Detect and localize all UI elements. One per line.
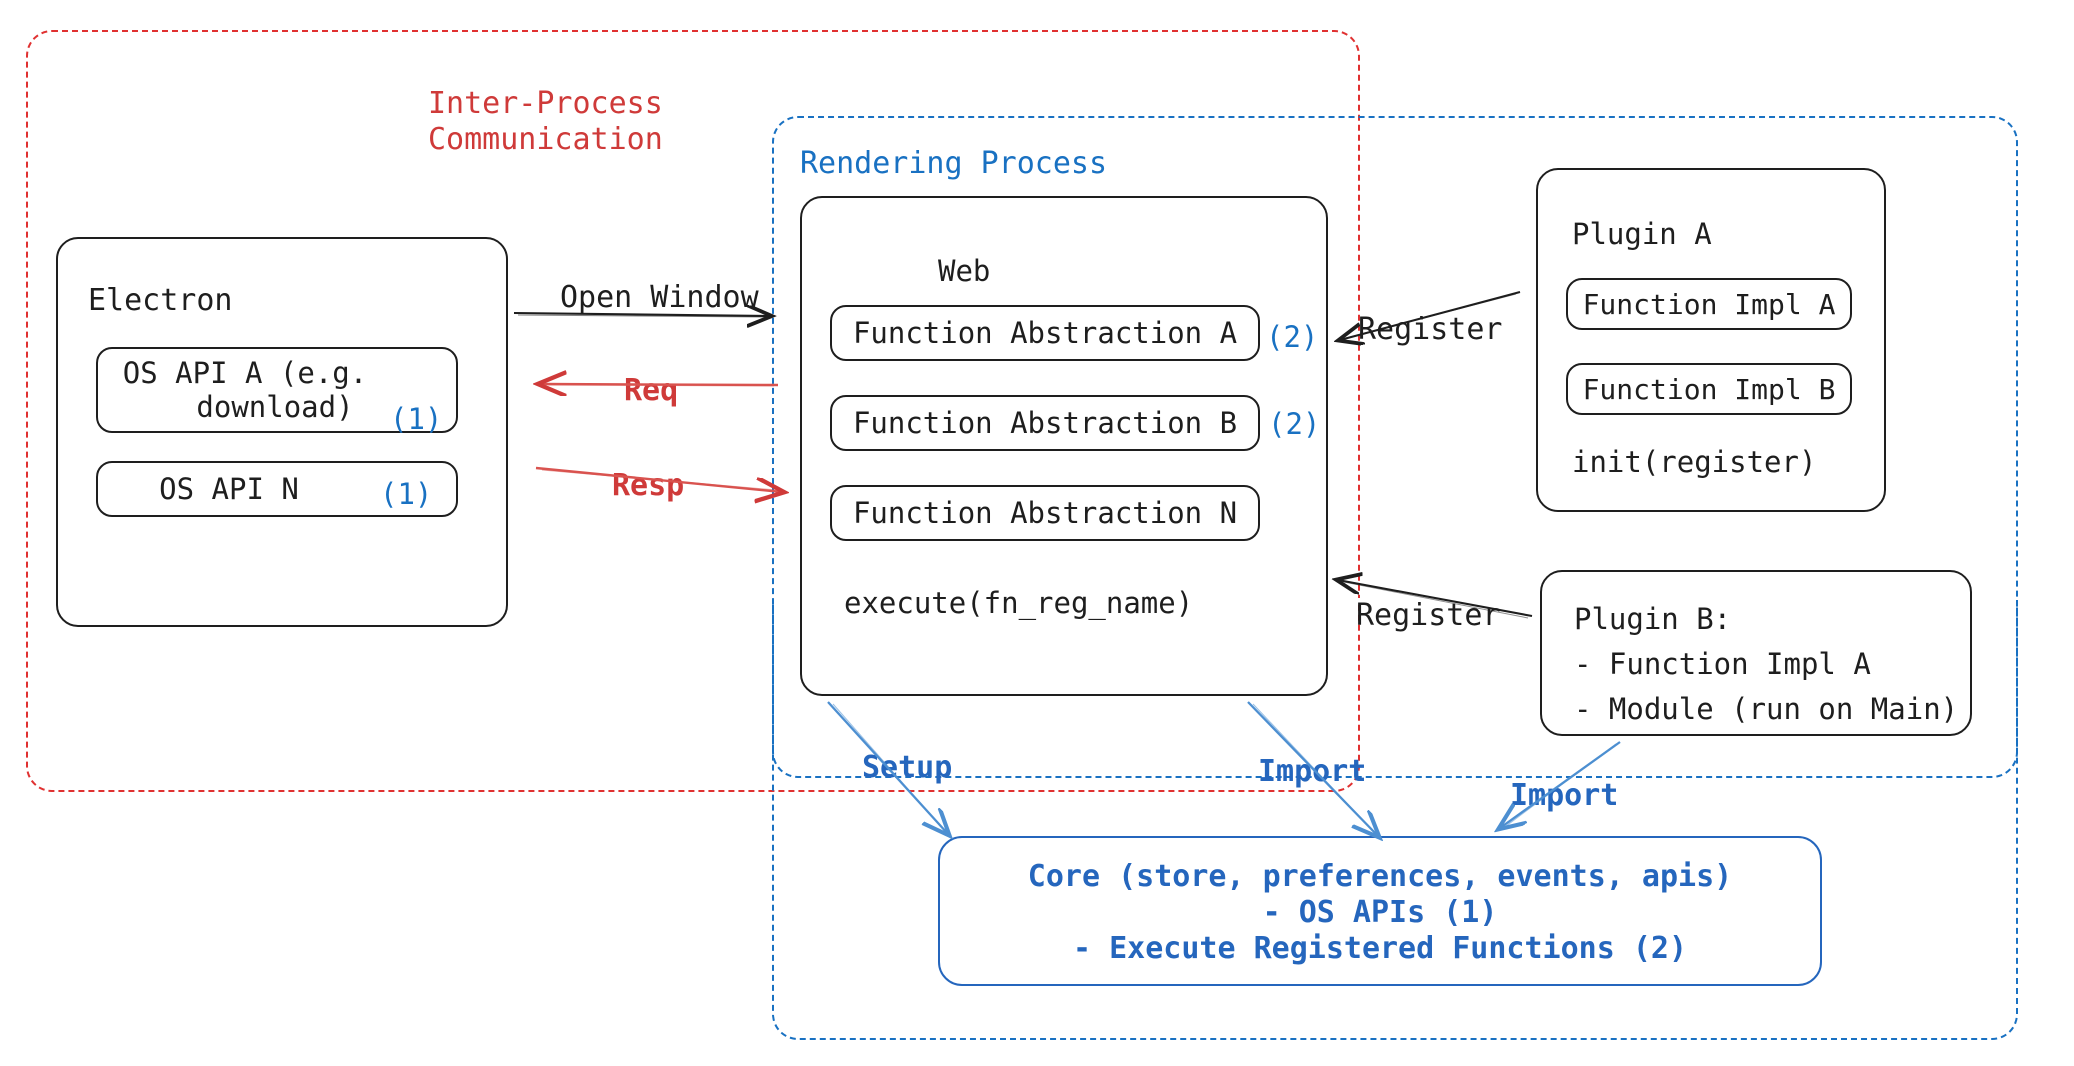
edge-label-open-window: Open Window — [560, 280, 759, 315]
function-abstraction-n-text: Function Abstraction N — [852, 496, 1238, 530]
os-api-n-label: OS API N — [104, 461, 354, 517]
core-line-1: Core (store, preferences, events, apis) — [1027, 859, 1733, 894]
container-rendering-process-lower — [772, 600, 2018, 1040]
plugin-b-box[interactable] — [1540, 570, 1972, 736]
edge-label-setup: Setup — [862, 750, 953, 785]
os-api-a-line1: OS API A (e.g. — [122, 356, 368, 390]
function-abstraction-b-box[interactable] — [830, 395, 1260, 451]
ipc-label-line2: Communication — [428, 122, 663, 157]
function-abstraction-a-label: Function Abstraction A — [830, 305, 1260, 361]
plugin-b-title: Plugin B: — [1574, 602, 1732, 636]
edge-label-req: Req — [624, 373, 679, 408]
edge-label-import-plugin: Import — [1510, 778, 1619, 813]
plugin-a-init-label: init(register) — [1572, 445, 1817, 479]
function-abstraction-b-marker: (2) — [1268, 407, 1321, 441]
function-abstraction-a-box[interactable] — [830, 305, 1260, 361]
function-abstraction-n-box[interactable] — [830, 485, 1260, 541]
function-abstraction-b-label: Function Abstraction B — [830, 395, 1260, 451]
os-api-a-box[interactable] — [96, 347, 458, 433]
function-abstraction-a-text: Function Abstraction A — [852, 316, 1238, 350]
function-impl-b-box[interactable] — [1566, 363, 1852, 415]
function-impl-b-text: Function Impl B — [1582, 372, 1836, 406]
os-api-n-text: OS API N — [159, 472, 299, 506]
plugin-a-title: Plugin A — [1572, 217, 1712, 251]
os-api-n-marker: (1) — [380, 477, 433, 511]
os-api-a-line2: download) — [196, 390, 354, 424]
plugin-b-item-1: - Module (run on Main) — [1574, 692, 1959, 726]
rendering-process-label: Rendering Process — [800, 146, 1108, 181]
function-abstraction-a-marker: (2) — [1266, 320, 1319, 354]
electron-title: Electron — [88, 283, 233, 318]
core-line-3: - Execute Registered Functions (2) — [1072, 931, 1688, 966]
edge-label-import-web: Import — [1258, 754, 1367, 789]
web-execute-label: execute(fn_reg_name) — [844, 586, 1194, 620]
plugin-b-item-0: - Function Impl A — [1574, 647, 1871, 681]
function-impl-a-text: Function Impl A — [1582, 287, 1836, 321]
edge-label-register-a: Register — [1358, 312, 1503, 347]
ipc-label-line1: Inter-Process — [428, 86, 663, 121]
os-api-a-marker: (1) — [390, 402, 443, 436]
web-box[interactable] — [800, 196, 1328, 696]
edge-label-resp: Resp — [612, 468, 685, 503]
function-impl-b-label: Function Impl B — [1566, 363, 1852, 415]
os-api-n-box[interactable] — [96, 461, 458, 517]
core-line-2: - OS APIs (1) — [1262, 895, 1498, 930]
function-impl-a-box[interactable] — [1566, 278, 1852, 330]
function-abstraction-n-label: Function Abstraction N — [830, 485, 1260, 541]
edge-label-register-b: Register — [1356, 598, 1501, 633]
web-title: Web — [938, 254, 991, 288]
os-api-a-label: OS API A (e.g. download) — [110, 350, 380, 430]
electron-box[interactable] — [56, 237, 508, 627]
container-inter-process-communication — [26, 30, 1360, 792]
plugin-a-box[interactable] — [1536, 168, 1886, 512]
function-abstraction-b-text: Function Abstraction B — [852, 406, 1238, 440]
function-impl-a-label: Function Impl A — [1566, 278, 1852, 330]
container-rendering-process — [772, 116, 2018, 778]
